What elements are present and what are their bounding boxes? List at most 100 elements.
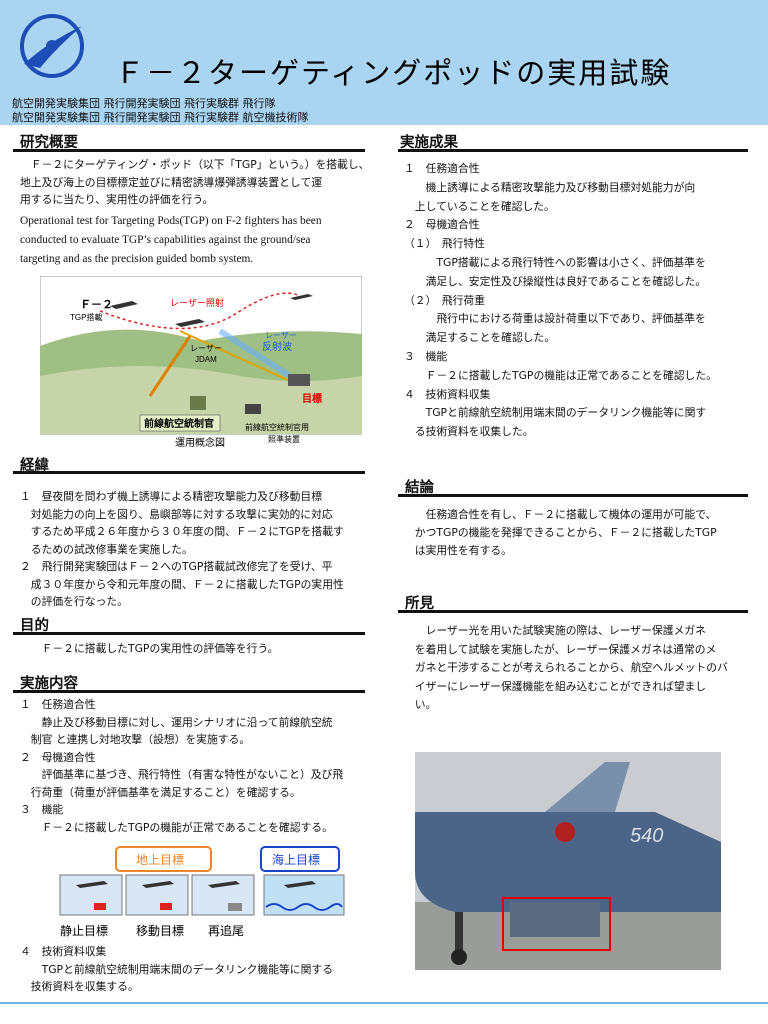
- history-rule: [13, 471, 365, 474]
- conclusion-heading: 結論: [405, 480, 434, 496]
- terminal-device-icon: [245, 404, 261, 414]
- results-heading: 実施成果: [400, 135, 458, 151]
- aircraft-photo: 540: [415, 752, 721, 970]
- history-text: １ 昼夜間を問わず機上誘導による精密攻撃能力及び移動目標 対処能力の向上を図り、…: [20, 488, 344, 611]
- f2-aircraft-icon: [175, 319, 205, 327]
- text-line: Ｆ－２に搭載したTGPの機能は正常であることを確認した。: [404, 368, 717, 382]
- text-line: い。: [404, 698, 437, 711]
- static-target-panel: [59, 874, 123, 916]
- text-line: 対処能力の向上を図り、島嶼部等に対する攻撃に実効的に対応: [20, 507, 333, 521]
- moving-target-label: 移動目標: [136, 924, 184, 938]
- text-line: 飛行中における荷重は設計荷重以下であり、評価基準を: [404, 312, 706, 326]
- text-line: かつTGPの機能を発揮できることから、Ｆ－２に搭載したTGP: [404, 526, 717, 539]
- text-line: レーザー光を用いた試験実施の際は、レーザー保護メガネ: [404, 624, 706, 637]
- text-line: を着用して試験を実施したが、レーザー保護メガネは通常のメ: [404, 642, 717, 656]
- tgp-highlight-box: [502, 897, 611, 951]
- fuselage-shape: [415, 812, 721, 912]
- ground-target-label: 地上目標: [136, 853, 184, 867]
- moving-target-panel: [125, 874, 189, 916]
- tgp-pod: [510, 902, 600, 937]
- conclusion-rule: [398, 494, 748, 497]
- f2-aircraft-icon: [290, 294, 313, 300]
- purpose-rule: [13, 632, 365, 635]
- tgp-label: TGP搭載: [70, 312, 102, 322]
- laser-label: レーザー照射: [170, 297, 224, 308]
- text-line: するため平成２６年度から３０年度の間、Ｆ－２にTGPを搭載す: [20, 525, 344, 538]
- page-title: Ｆ－２ターゲティングポッドの実用試験: [115, 56, 672, 90]
- content-heading: 実施内容: [20, 676, 78, 692]
- laser-ray: [148, 335, 192, 397]
- text-line: ガネと干渉することが考えられることから、航空ヘルメットのバ: [404, 661, 728, 674]
- text-line: るための試改修事業を実施した。: [20, 542, 193, 556]
- text-line: conducted to evaluate TGP’s capabilities…: [20, 234, 311, 246]
- fac-soldier-icon: [190, 396, 206, 410]
- text-line: 満足することを確認した。: [404, 331, 556, 345]
- target-types-figure: 地上目標 海上目標 静止目標 移動目標 再追尾: [59, 846, 345, 938]
- sea-target-panel: [263, 874, 345, 916]
- text-line: ４ 技術資料収集: [404, 387, 491, 401]
- content-text-b: ４ 技術資料収集 TGPと前線航空統制用端末間のデータリンク機能等に関する 技術…: [20, 943, 333, 996]
- reflect-label-1: レーザー: [265, 331, 297, 340]
- header-band: Ｆ－２ターゲティングポッドの実用試験 航空開発実験集団 飛行開発実験団 飛行実験…: [0, 0, 768, 125]
- content-text-a: １ 任務適合性 静止及び移動目標に対し、運用シナリオに沿って前線航空統 制官 と…: [20, 696, 343, 836]
- purpose-heading: 目的: [20, 618, 49, 634]
- results-text: １ 任務適合性 機上誘導による精密攻撃能力及び移動目標対処能力が向 上しているこ…: [404, 160, 717, 442]
- roundel-icon: [555, 822, 575, 842]
- text-line: イザーにレーザー保護機能を組み込むことができれば望まし: [404, 679, 707, 693]
- static-target-label: 静止目標: [60, 924, 108, 938]
- text-line: の評価を行なった。: [20, 595, 128, 608]
- target-label: 目標: [302, 392, 322, 405]
- f2-label: Ｆ－２: [80, 298, 113, 311]
- tail-number: 540: [630, 825, 663, 847]
- target-vehicle-icon: [288, 374, 310, 386]
- text-line: １ 昼夜間を問わず機上誘導による精密攻撃能力及び移動目標: [20, 490, 322, 503]
- text-line: １ 任務適合性: [404, 162, 480, 175]
- text-line: Ｆ－２にターゲティング・ポッド（以下「TGP」という。）を搭載し、: [20, 158, 370, 171]
- text-line: 満足し、安定性及び操縦性は良好であることを確認した。: [404, 274, 707, 288]
- reflect-label-2: 反射波: [262, 340, 292, 353]
- text-line: 行荷重（荷重が評価基準を満足すること）を確認する。: [20, 785, 301, 799]
- sea-target-box: [260, 846, 340, 872]
- text-line: （２） 飛行荷重: [404, 293, 485, 307]
- f2-aircraft-icon: [110, 301, 138, 309]
- jdam-label-2: JDAM: [195, 355, 217, 364]
- text-line: 機上誘導による精密攻撃能力及び移動目標対処能力が向: [404, 180, 696, 194]
- fac-label-box: [139, 414, 221, 432]
- footer-line: [0, 1002, 768, 1004]
- overview-en-text: Operational test for Targeting Pods(TGP)…: [20, 212, 322, 269]
- text-line: ２ 飛行開発実験団はＦ－２へのTGP搭載試改修完了を受け、平: [20, 560, 333, 573]
- text-line: ２ 母機適合性: [404, 218, 480, 232]
- overview-heading: 研究概要: [20, 135, 78, 151]
- jasdf-logo-icon: [20, 14, 84, 78]
- text-line: targeting and as the precision guided bo…: [20, 253, 254, 265]
- concept-diagram: Ｆ－２ TGP搭載 レーザー照射 レーザー JDAM レーザー 反射波 目標 前…: [40, 276, 362, 448]
- text-line: ３ 機能: [20, 803, 64, 816]
- text-line: 制官 と連携し対地攻撃（設想）を実施する。: [20, 733, 251, 746]
- text-line: Operational test for Targeting Pods(TGP)…: [20, 215, 322, 227]
- retrack-label: 再追尾: [208, 923, 244, 938]
- sea-target-label: 海上目標: [272, 852, 320, 867]
- text-line: TGP搭載による飛行特性への影響は小さく、評価基準を: [404, 255, 706, 269]
- overview-rule: [13, 149, 365, 152]
- text-line: 上していることを確認した。: [404, 199, 555, 213]
- text-line: TGPと前線航空統制用端末間のデータリンク機能等に関す: [404, 406, 707, 420]
- text-line: ４ 技術資料収集: [20, 945, 107, 958]
- history-heading: 経緯: [20, 458, 49, 474]
- terminal-label-1: 前線航空統制官用: [245, 422, 309, 432]
- text-line: 地上及び海上の目標標定並びに精密誘導爆弾誘導装置として運: [20, 175, 322, 189]
- text-line: 静止及び移動目標に対し、運用シナリオに沿って前線航空統: [20, 715, 333, 729]
- opinion-text: レーザー光を用いた試験実施の際は、レーザー保護メガネ を着用して試験を実施したが…: [404, 622, 728, 715]
- canopy-shape: [545, 762, 630, 812]
- text-line: ２ 母機適合性: [20, 750, 96, 764]
- retrack-target-panel: [191, 874, 255, 916]
- text-line: Ｆ－２に搭載したTGPの機能が正常であることを確認する。: [20, 820, 333, 834]
- terminal-label-2: 照準装置: [268, 434, 300, 444]
- overview-jp-text: Ｆ－２にターゲティング・ポッド（以下「TGP」という。）を搭載し、 地上及び海上…: [20, 156, 369, 209]
- text-line: １ 任務適合性: [20, 698, 96, 711]
- opinion-rule: [398, 610, 748, 613]
- text-line: 技術資料を収集する。: [20, 980, 139, 993]
- content-rule: [13, 690, 365, 693]
- concept-caption: 運用概念図: [175, 436, 225, 448]
- text-line: 任務適合性を有し、Ｆ－２に搭載して機体の運用が可能で、: [404, 508, 717, 521]
- results-rule: [398, 149, 748, 152]
